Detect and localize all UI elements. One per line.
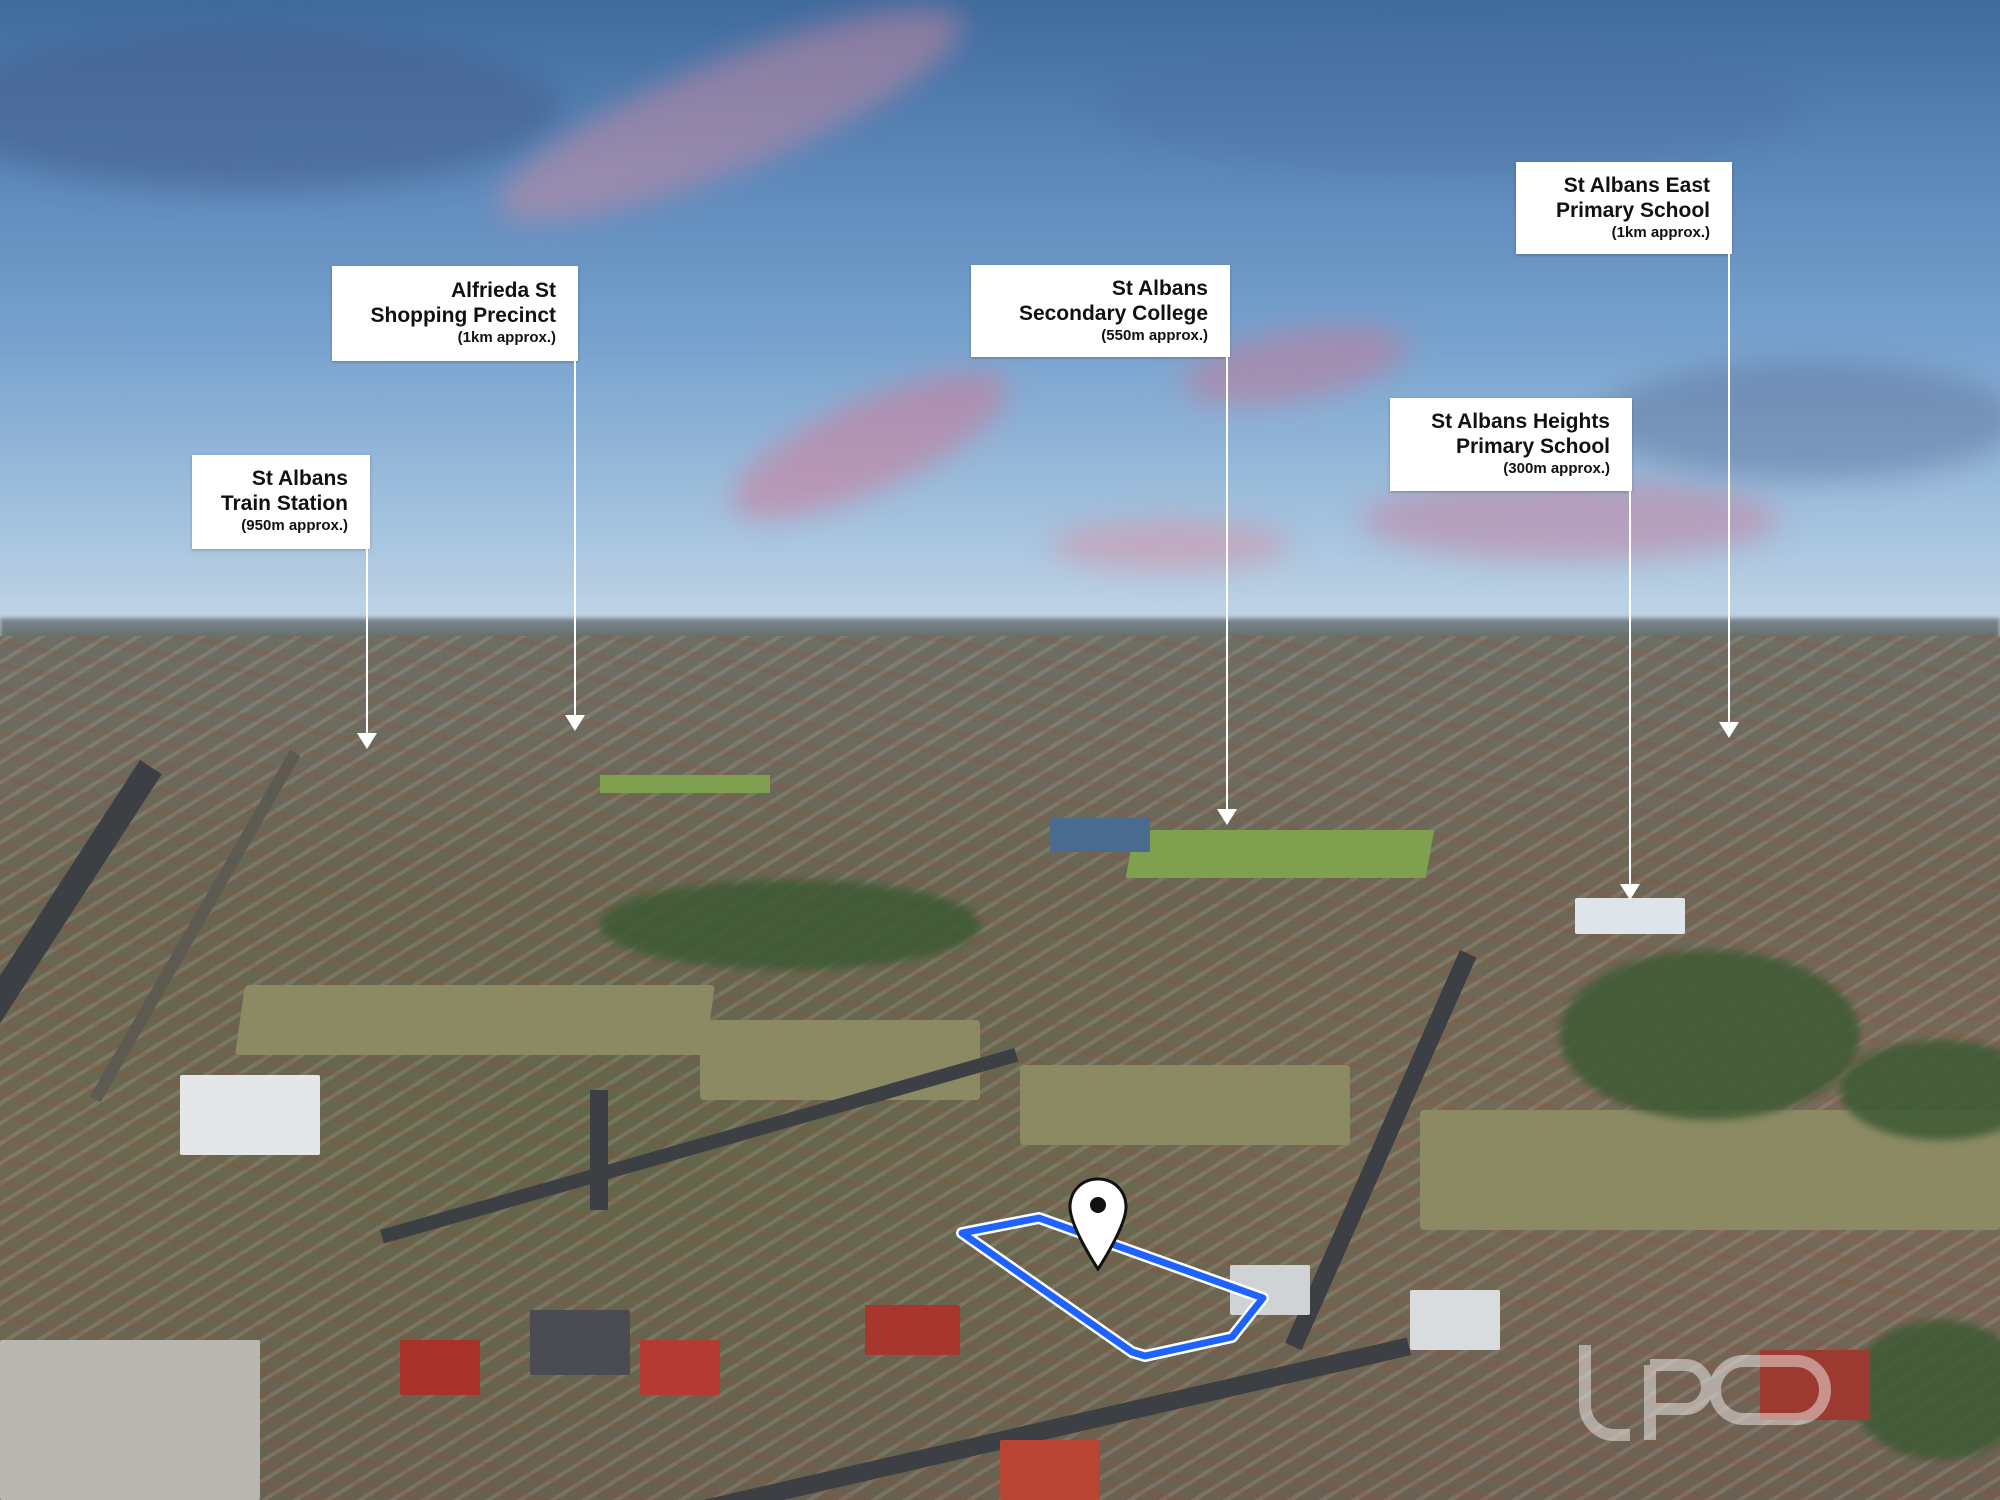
cloud <box>1600 360 2000 480</box>
label-line-2: Primary School <box>1555 199 1710 222</box>
tree-cluster <box>1850 1320 2000 1460</box>
label-heights-primary-school: St Albans Heights Primary School (300m a… <box>1390 398 1632 491</box>
house-roof <box>1760 1350 1870 1420</box>
tree-cluster <box>1560 950 1860 1120</box>
label-line-1: St Albans <box>1111 277 1208 300</box>
house-roof <box>1000 1440 1100 1500</box>
school-gym <box>1050 818 1150 852</box>
cloud <box>1360 480 1780 560</box>
house-roof <box>1410 1290 1500 1350</box>
label-distance: (950m approx.) <box>241 517 348 534</box>
cloud <box>1100 40 1800 170</box>
label-east-primary-school: St Albans East Primary School (1km appro… <box>1516 162 1732 254</box>
commercial-building <box>0 1340 260 1500</box>
vacant-land <box>700 1020 980 1100</box>
label-secondary-college: St Albans Secondary College (550m approx… <box>971 265 1230 357</box>
label-distance: (300m approx.) <box>1503 460 1610 477</box>
cloud <box>1050 520 1290 570</box>
pointer-line-shopping-precinct <box>574 361 576 715</box>
label-line-1: Alfrieda St <box>450 279 556 302</box>
house-roof <box>530 1310 630 1375</box>
label-distance: (1km approx.) <box>1611 224 1710 241</box>
school-building <box>1575 898 1685 934</box>
label-shopping-precinct: Alfrieda St Shopping Precinct (1km appro… <box>332 266 578 361</box>
arrow-down-icon <box>1719 722 1739 738</box>
house-roof <box>865 1305 960 1355</box>
pointer-line-secondary-college <box>1226 357 1228 809</box>
commercial-building <box>180 1075 320 1155</box>
label-line-1: St Albans <box>251 467 348 490</box>
vacant-land <box>1020 1065 1350 1145</box>
sports-field <box>600 775 770 793</box>
arrow-down-icon <box>1620 884 1640 900</box>
arrow-down-icon <box>565 715 585 731</box>
pointer-line-train-station <box>366 549 368 733</box>
label-line-1: St Albans Heights <box>1431 410 1610 433</box>
label-distance: (1km approx.) <box>457 329 556 346</box>
label-train-station: St Albans Train Station (950m approx.) <box>192 455 370 549</box>
label-line-2: Secondary College <box>1018 302 1208 325</box>
tree-cluster <box>1840 1040 2000 1140</box>
label-line-2: Shopping Precinct <box>370 304 556 327</box>
arrow-down-icon <box>1217 809 1237 825</box>
cloud <box>0 30 560 190</box>
house-roof <box>640 1340 720 1395</box>
house-roof <box>400 1340 480 1395</box>
tree-cluster <box>600 880 980 970</box>
pointer-line-heights-primary-school <box>1629 491 1631 884</box>
label-line-2: Primary School <box>1455 435 1610 458</box>
agency-logo-watermark <box>1579 1345 1831 1441</box>
arrow-down-icon <box>357 733 377 749</box>
map-pin-icon <box>1068 1177 1128 1272</box>
pointer-line-east-primary-school <box>1728 254 1730 722</box>
label-line-2: Train Station <box>220 492 348 515</box>
label-line-1: St Albans East <box>1563 174 1710 197</box>
label-distance: (550m approx.) <box>1101 327 1208 344</box>
